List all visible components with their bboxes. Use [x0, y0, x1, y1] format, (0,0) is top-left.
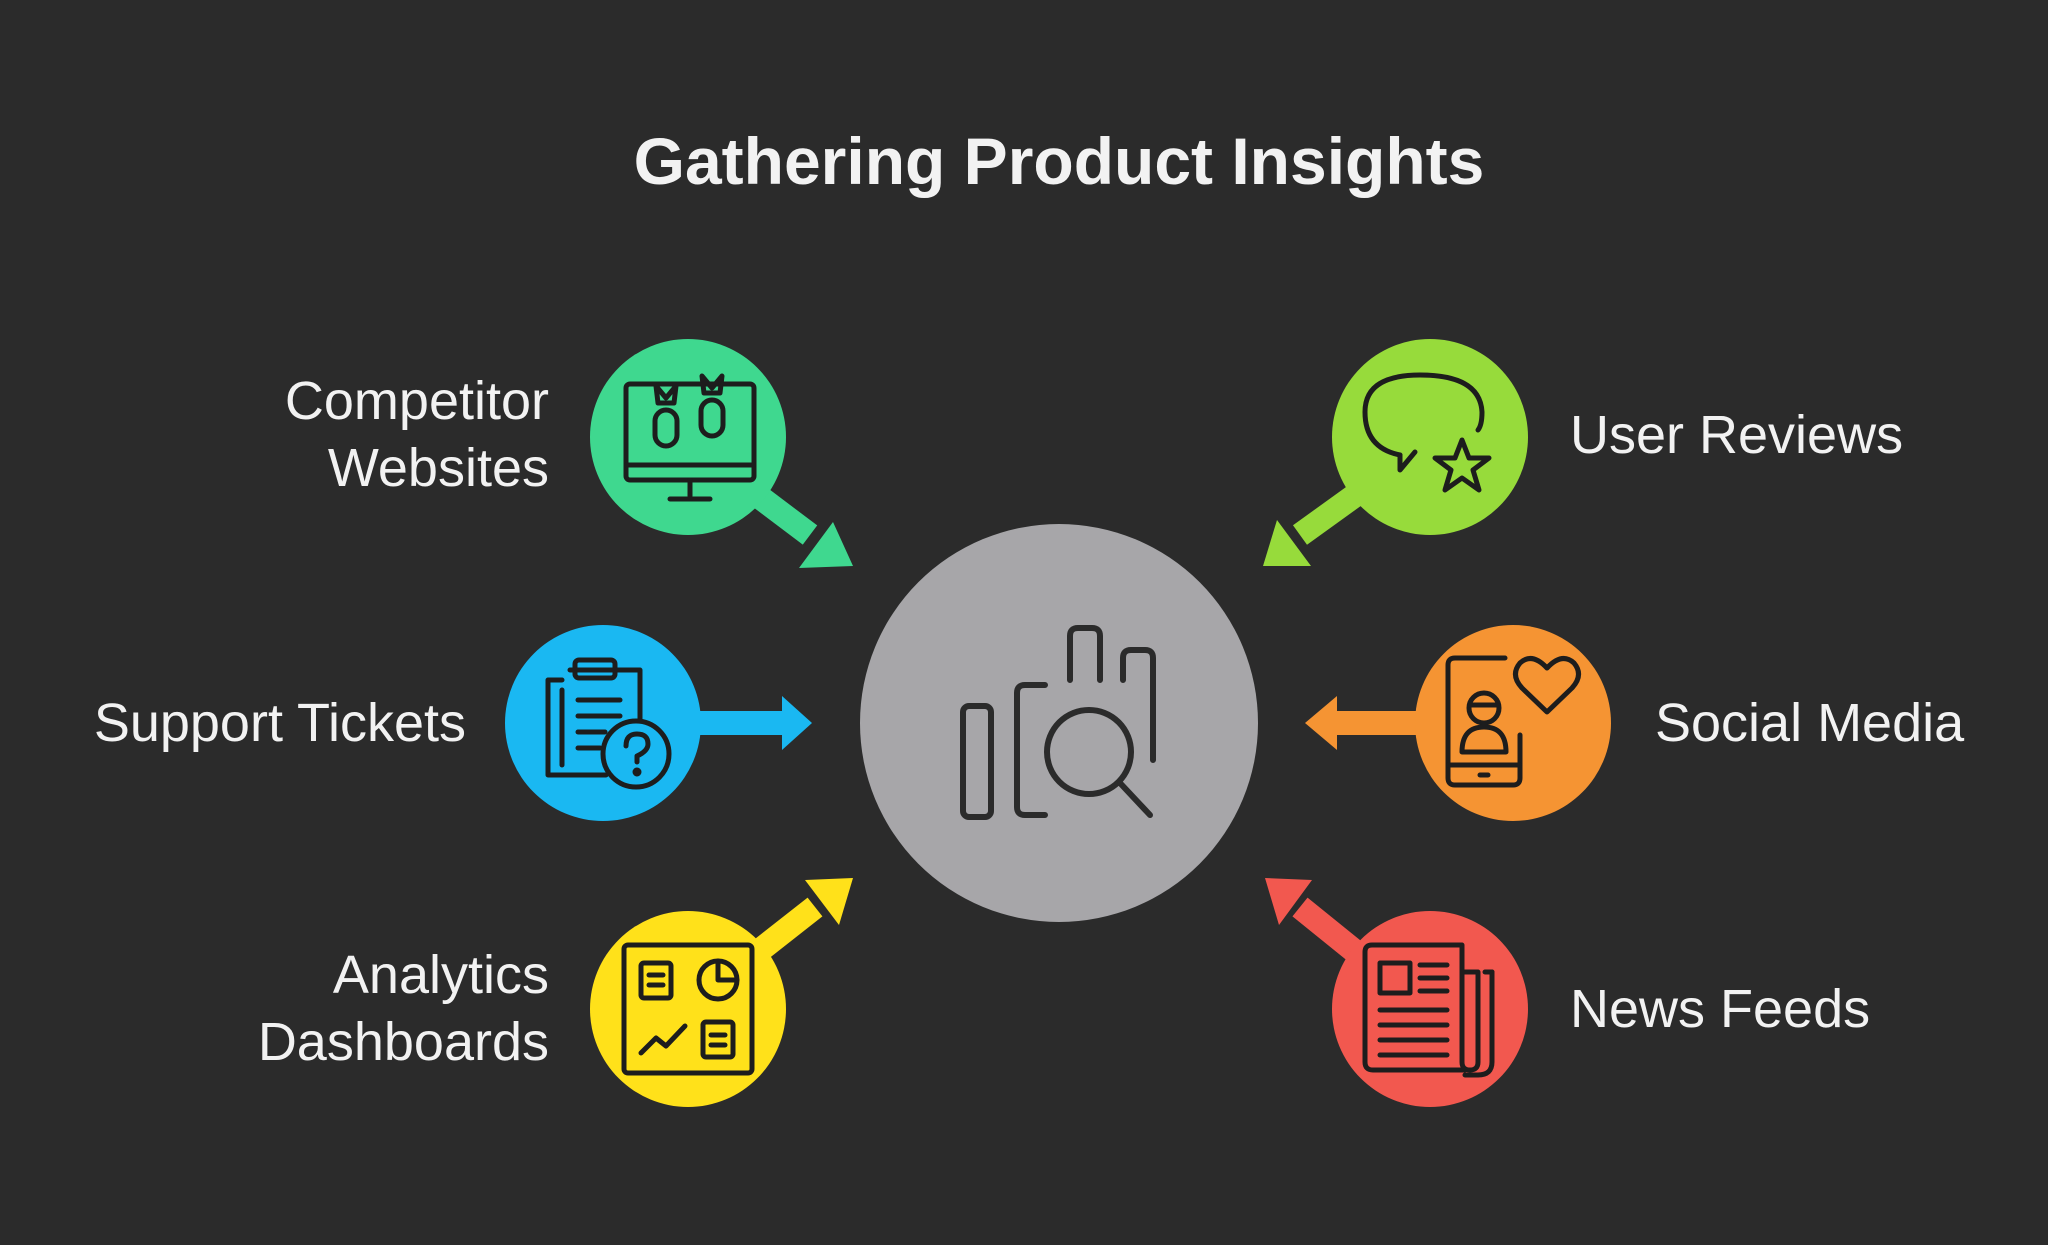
label-competitor-websites: Competitor Websites [284, 371, 549, 498]
label-social-media: Social Media [1655, 693, 1965, 753]
analytics-dashboards-circle [590, 911, 786, 1107]
label-news-feeds: News Feeds [1570, 979, 1871, 1039]
arrow-social-media [1305, 696, 1430, 750]
label-analytics-dashboards: Analytics Dashboards [257, 945, 549, 1072]
newspaper-icon [1362, 942, 1495, 1078]
monitor-with-bombs-icon [623, 373, 757, 502]
competitor-websites-circle [590, 339, 786, 535]
clipboard-question-icon [545, 657, 672, 790]
dashboard-widgets-icon [621, 942, 755, 1076]
arrow-user-reviews [1263, 476, 1376, 566]
arrow-support-tickets [690, 696, 812, 750]
support-tickets-circle [505, 625, 701, 821]
user-reviews-circle [1332, 339, 1528, 535]
label-support-tickets: Support Tickets [93, 693, 466, 753]
social-media-circle [1415, 625, 1611, 821]
diagram-title: Gathering Product Insights [633, 124, 1485, 198]
label-user-reviews: User Reviews [1570, 405, 1904, 465]
phone-profile-heart-icon [1445, 655, 1581, 788]
magnifying-glass-over-bar-chart-icon [960, 625, 1156, 820]
speech-bubble-star-icon [1362, 372, 1492, 493]
